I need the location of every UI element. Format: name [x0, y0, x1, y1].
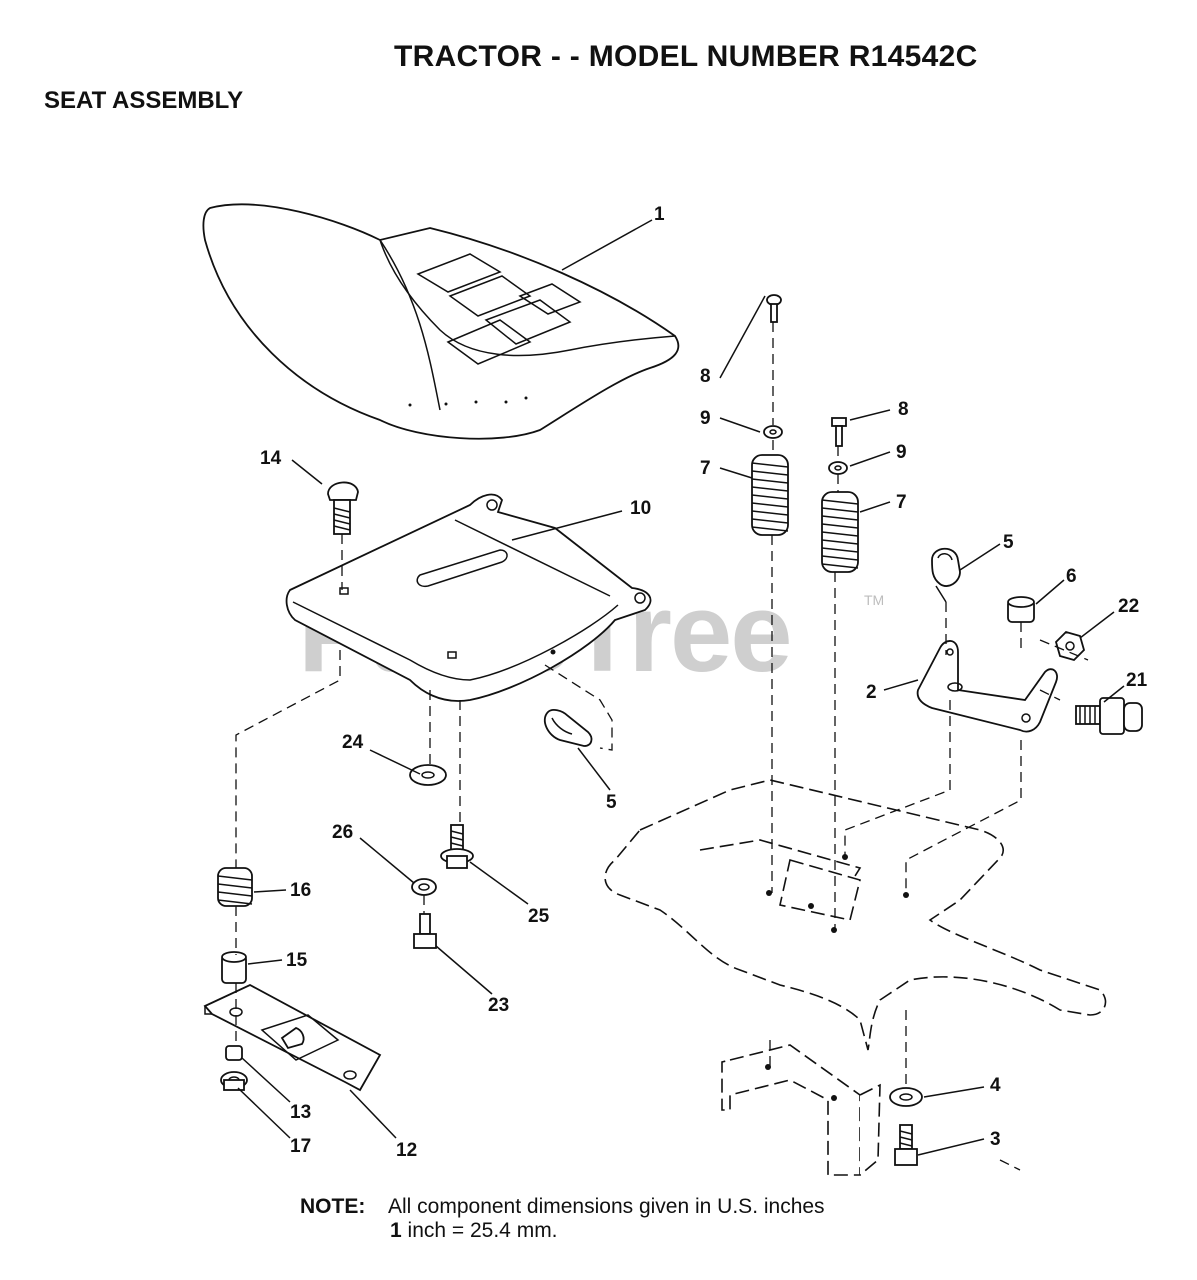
nut-part — [1054, 630, 1086, 662]
assembly-centerlines — [235, 322, 1089, 1171]
callout-17: 17 — [290, 1136, 311, 1157]
note-label: NOTE: — [300, 1195, 366, 1218]
section-title: SEAT ASSEMBLY — [44, 87, 244, 114]
nut-part-13 — [225, 1045, 243, 1061]
note-inch-value: 1 — [390, 1219, 402, 1242]
carriage-bolt-part — [327, 481, 359, 535]
callout-7-right: 7 — [896, 492, 907, 513]
callout-9-left: 9 — [700, 408, 711, 429]
callout-3: 3 — [990, 1129, 1001, 1150]
leader-lines — [237, 219, 1125, 1156]
callout-6: 6 — [1066, 566, 1077, 587]
callout-5-upper: 5 — [1003, 532, 1014, 553]
callout-25: 25 — [528, 906, 550, 927]
tractor-frame-part — [604, 779, 1107, 1176]
spring-part-left — [751, 454, 789, 536]
note-text: All component dimensions given in U.S. i… — [388, 1195, 825, 1218]
callout-15: 15 — [286, 950, 308, 971]
screw-part-right — [831, 417, 847, 447]
spacer-part-15 — [221, 951, 247, 984]
spring-part-right — [821, 491, 859, 573]
bracket-part — [916, 640, 1058, 733]
callout-2: 2 — [866, 682, 877, 703]
callout-13: 13 — [290, 1102, 311, 1123]
callout-numbers: 1 14 10 8 9 7 8 9 7 5 6 22 2 21 24 5 26 … — [260, 204, 1148, 1161]
washer-part-26 — [411, 878, 437, 896]
callout-4: 4 — [990, 1075, 1001, 1096]
callout-5-lower: 5 — [606, 792, 617, 813]
callout-12: 12 — [396, 1140, 417, 1161]
seat-pan-part — [285, 493, 652, 702]
trademark-symbol: TM — [864, 592, 885, 608]
dimension-note: NOTE: All component dimensions given in U… — [300, 1195, 825, 1243]
washer-part-24 — [409, 764, 447, 786]
callout-26: 26 — [332, 822, 353, 843]
note-conversion: inch = 25.4 mm. — [407, 1219, 558, 1242]
bolt-part-23 — [413, 913, 437, 949]
bolt-part-3 — [894, 1124, 918, 1166]
spacer-part — [1007, 596, 1035, 623]
note-line-1: NOTE: All component dimensions given in U… — [300, 1195, 825, 1219]
spring-part-16 — [217, 867, 253, 907]
bolt-part-25 — [440, 824, 474, 869]
callout-14: 14 — [260, 448, 282, 469]
plate-part-12 — [203, 983, 382, 1092]
washer-part-17 — [220, 1071, 248, 1091]
clip-part-upper — [931, 547, 961, 603]
page-title: TRACTOR - - MODEL NUMBER R14542C — [394, 40, 978, 73]
washer-part-left — [763, 425, 783, 439]
callout-7-left: 7 — [700, 458, 711, 479]
callout-9-right: 9 — [896, 442, 907, 463]
clip-part-lower — [543, 709, 593, 747]
screw-part-left — [766, 294, 782, 323]
callout-23: 23 — [488, 995, 509, 1016]
callout-8-right: 8 — [898, 399, 909, 420]
note-line-2: 1 inch = 25.4 mm. — [390, 1219, 825, 1243]
callout-1: 1 — [654, 204, 665, 225]
washer-part-4 — [889, 1087, 923, 1107]
callout-22: 22 — [1118, 596, 1139, 617]
callout-8-left: 8 — [700, 366, 711, 387]
washer-part-right — [828, 461, 848, 475]
callout-10: 10 — [630, 498, 651, 519]
shoulder-bolt-part — [1075, 697, 1143, 735]
callout-16: 16 — [290, 880, 311, 901]
callout-24: 24 — [342, 732, 364, 753]
seat-part — [202, 203, 680, 440]
callout-21: 21 — [1126, 670, 1148, 691]
